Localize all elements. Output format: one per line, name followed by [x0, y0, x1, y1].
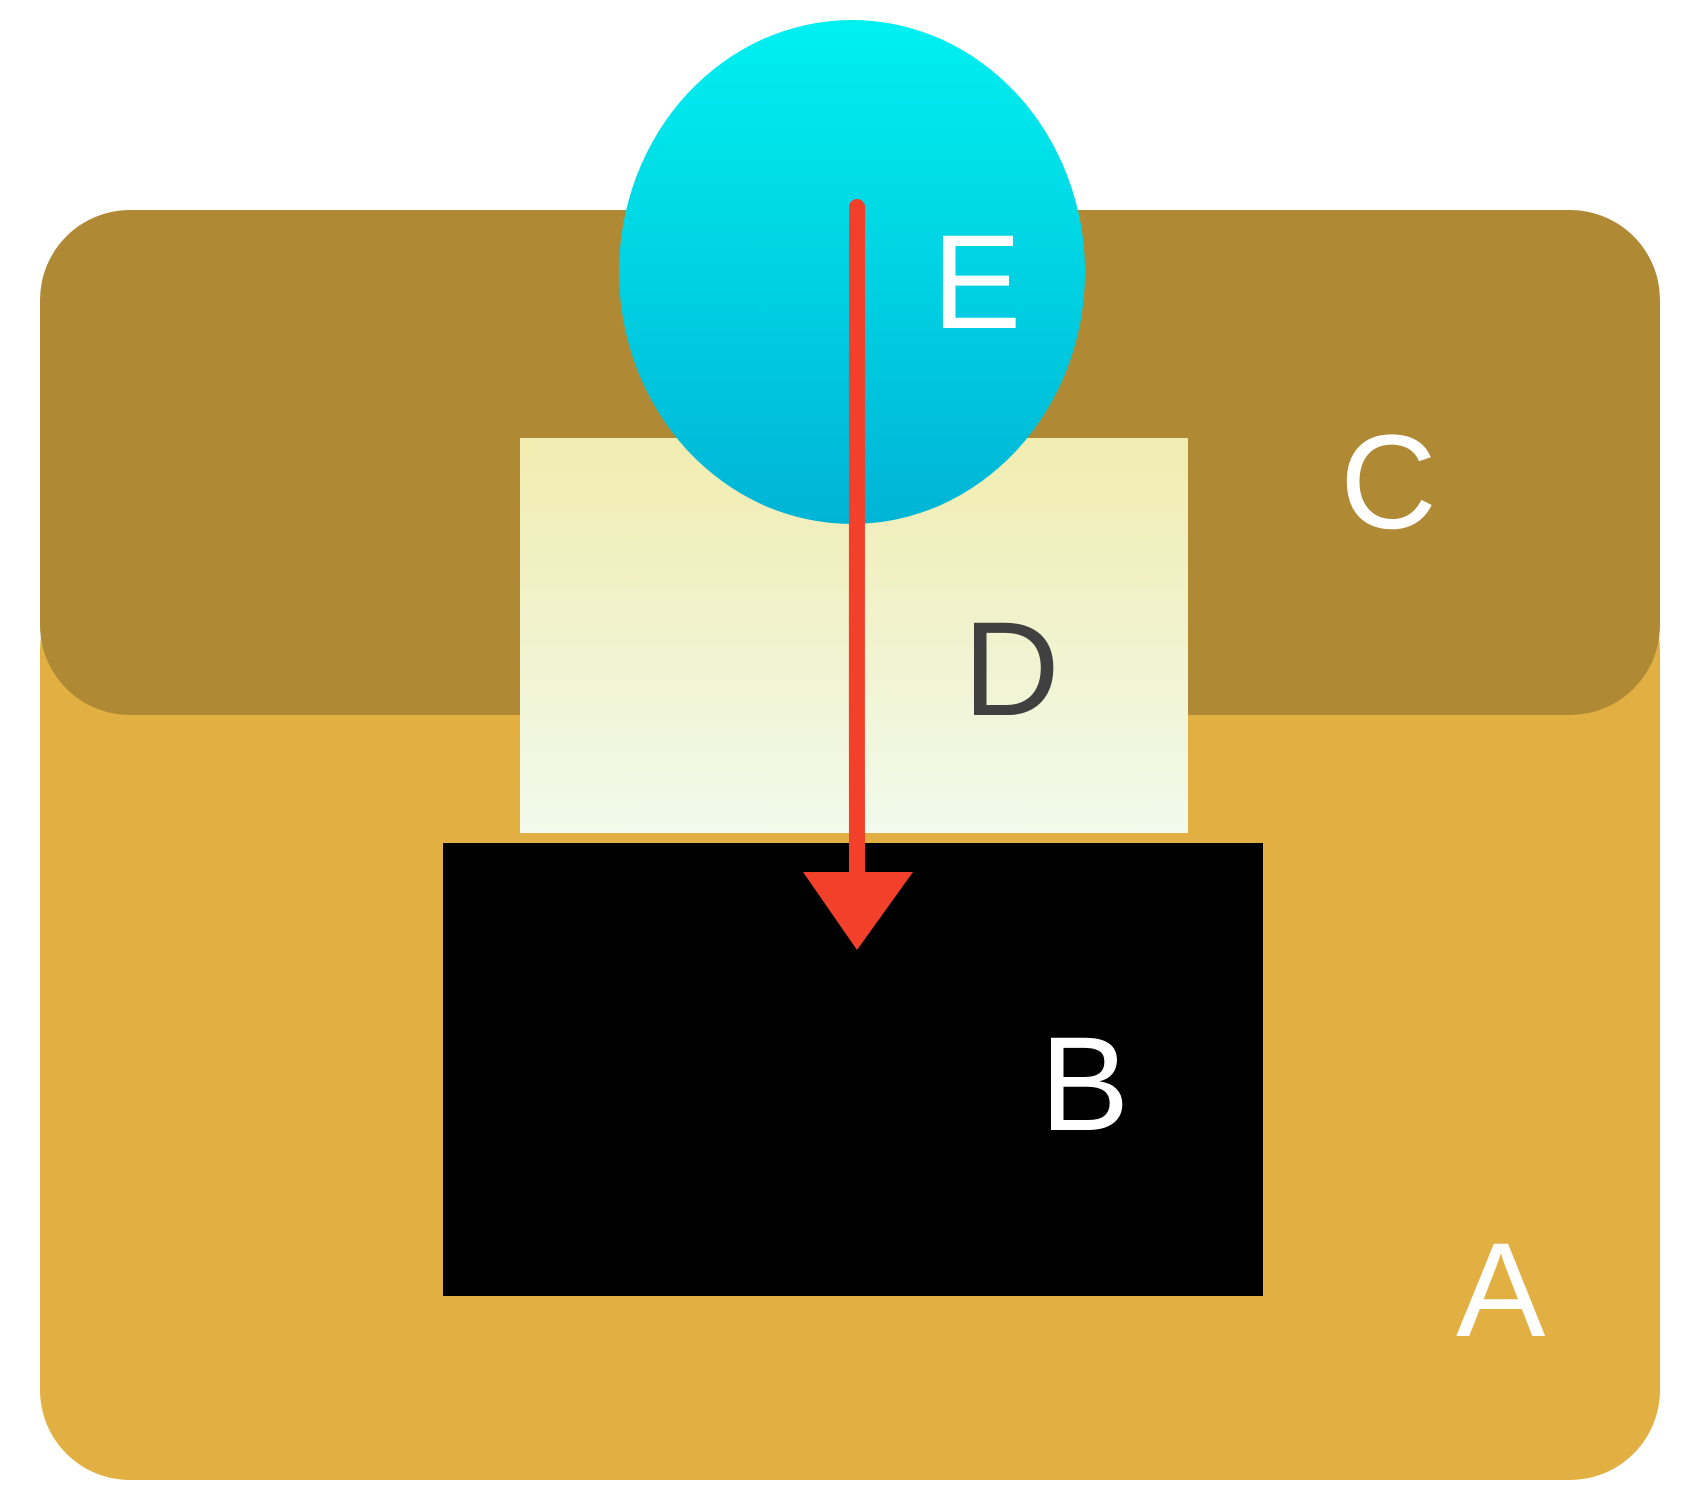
- arrow-e-to-b-line: [848, 199, 866, 888]
- label-a: A: [1456, 1216, 1546, 1365]
- label-b: B: [1040, 1010, 1129, 1159]
- arrow-e-to-b-head: [803, 872, 913, 950]
- label-d: D: [963, 595, 1060, 744]
- label-e: E: [932, 208, 1021, 357]
- label-c: C: [1340, 408, 1437, 557]
